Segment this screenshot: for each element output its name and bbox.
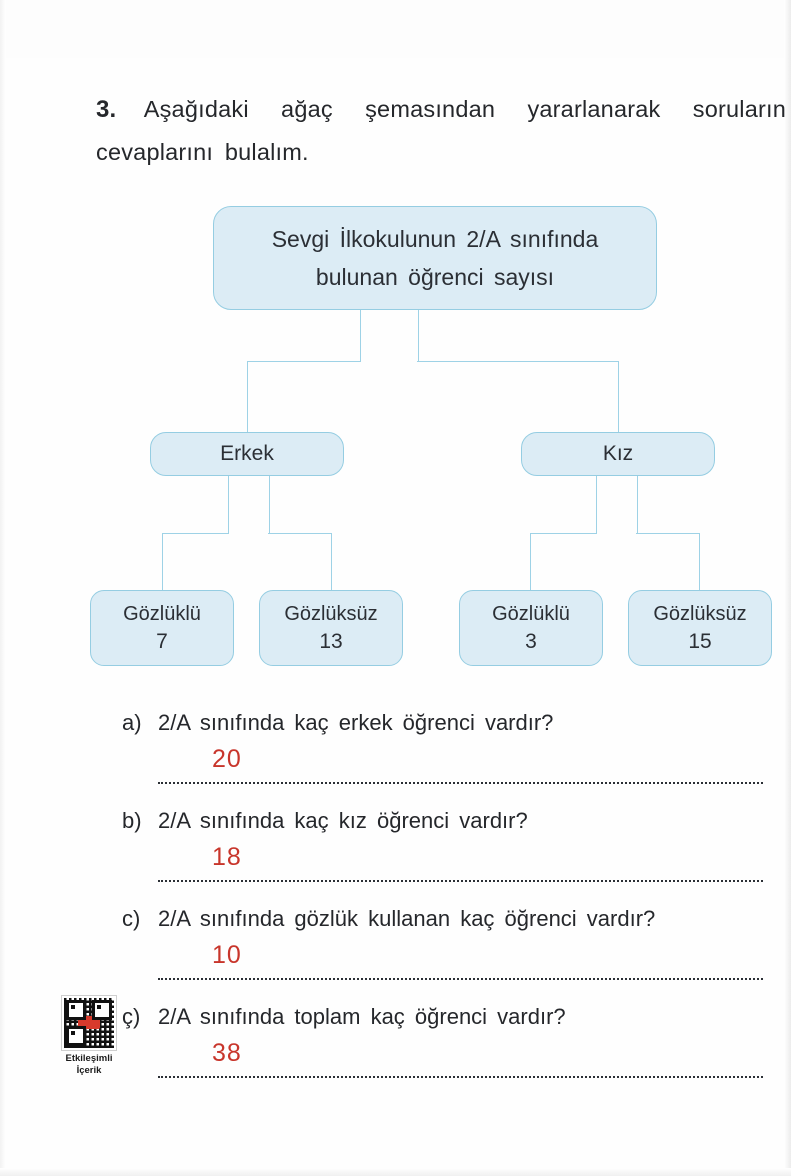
connector-kiz-right-drop xyxy=(637,475,638,534)
connector-leaf3-riser xyxy=(530,533,531,591)
tree-diagram: Sevgi İlkokulunun 2/A sınıfında bulunan … xyxy=(90,206,772,666)
question-text: 2/A sınıfında gözlük kullanan kaç öğrenc… xyxy=(158,906,656,931)
connector-root-left-drop xyxy=(360,308,361,362)
connector-erkek-right-span xyxy=(268,533,332,534)
answer-value[interactable]: 10 xyxy=(212,941,242,969)
tree-leaf-kiz-gozluklu: Gözlüklü 3 xyxy=(459,590,603,666)
question-number: 3. xyxy=(96,96,117,123)
connector-erkek-left-span xyxy=(162,533,229,534)
tree-leaf-value: 13 xyxy=(319,630,343,653)
question-label: c) xyxy=(122,906,141,931)
qr-finder-top-left-icon xyxy=(66,1000,86,1020)
connector-kiz-left-span xyxy=(530,533,597,534)
scan-top-band xyxy=(0,0,791,58)
question-row-a: a) 2/A sınıfında kaç erkek öğrenci vardı… xyxy=(0,700,791,798)
tree-leaf-label: Gözlüksüz xyxy=(284,603,378,625)
tree-node-root-line1: Sevgi İlkokulunun 2/A sınıfında xyxy=(271,226,599,252)
scan-left-edge xyxy=(0,0,6,1176)
tree-leaf-value: 15 xyxy=(688,630,712,653)
tree-leaf-label: Gözlüksüz xyxy=(653,603,747,625)
answer-value[interactable]: 38 xyxy=(212,1039,242,1067)
tree-leaf-label: Gözlüklü xyxy=(123,603,201,625)
scan-right-edge xyxy=(784,0,791,1176)
tree-node-kiz-label: Kız xyxy=(602,442,634,465)
answer-dotted-line[interactable] xyxy=(158,1076,763,1078)
connector-leaf2-riser xyxy=(331,533,332,591)
connector-root-left-span xyxy=(247,361,361,362)
question-text: 2/A sınıfında kaç erkek öğrenci vardır? xyxy=(158,710,554,735)
question-label: b) xyxy=(122,808,142,833)
tree-leaf-erkek-gozluksuz: Gözlüksüz 13 xyxy=(259,590,403,666)
question-row-c: c) 2/A sınıfında gözlük kullanan kaç öğr… xyxy=(0,896,791,994)
question-row-c-cedilla: ç) 2/A sınıfında toplam kaç öğrenci vard… xyxy=(0,994,791,1092)
scan-bottom-edge xyxy=(0,1168,791,1176)
answer-value[interactable]: 18 xyxy=(212,843,242,871)
answer-dotted-line[interactable] xyxy=(158,880,763,882)
connector-erkek-right-drop xyxy=(269,475,270,534)
connector-root-right-span xyxy=(417,361,619,362)
connector-erkek-left-drop xyxy=(228,475,229,534)
tree-node-erkek-label: Erkek xyxy=(220,442,274,465)
connector-leaf1-riser xyxy=(162,533,163,591)
question-heading: 3. Aşağıdaki ağaç şemasından yararlanara… xyxy=(96,88,786,173)
qr-caption-line1: Etkileşimli xyxy=(65,1053,113,1064)
qr-finder-top-right-icon xyxy=(92,1000,112,1020)
tree-leaf-value: 3 xyxy=(525,630,537,653)
tree-leaf-label: Gözlüklü xyxy=(492,603,570,625)
qr-caption-line2: İçerik xyxy=(76,1065,102,1076)
question-row-b: b) 2/A sınıfında kaç kız öğrenci vardır?… xyxy=(0,798,791,896)
connector-kiz-right-span xyxy=(636,533,700,534)
tree-node-kiz: Kız xyxy=(521,432,715,476)
connector-root-right-drop xyxy=(418,308,419,362)
tree-leaf-value: 7 xyxy=(156,630,168,653)
answer-dotted-line[interactable] xyxy=(158,978,763,980)
tree-node-root: Sevgi İlkokulunun 2/A sınıfında bulunan … xyxy=(213,206,657,310)
interactive-content-badge[interactable]: Etkileşimli İçerik xyxy=(57,996,121,1077)
connector-erkek-riser xyxy=(247,361,248,433)
connector-kiz-left-drop xyxy=(596,475,597,534)
question-label: a) xyxy=(122,710,142,735)
qr-code-icon[interactable] xyxy=(62,996,116,1050)
answer-value[interactable]: 20 xyxy=(212,745,242,773)
tree-leaf-erkek-gozluklu: Gözlüklü 7 xyxy=(90,590,234,666)
question-text: 2/A sınıfında kaç kız öğrenci vardır? xyxy=(158,808,528,833)
qr-finder-bottom-left-icon xyxy=(66,1026,86,1046)
question-prompt: Aşağıdaki ağaç şemasından yararlanarak s… xyxy=(96,96,786,165)
connector-kiz-riser xyxy=(618,361,619,433)
connector-leaf4-riser xyxy=(699,533,700,591)
tree-node-erkek: Erkek xyxy=(150,432,344,476)
tree-node-root-line2: bulunan öğrenci sayısı xyxy=(315,264,555,290)
tree-leaf-kiz-gozluksuz: Gözlüksüz 15 xyxy=(628,590,772,666)
question-text: 2/A sınıfında toplam kaç öğrenci vardır? xyxy=(158,1004,566,1029)
qr-caption: Etkileşimli İçerik xyxy=(57,1053,121,1077)
answer-dotted-line[interactable] xyxy=(158,782,763,784)
question-label: ç) xyxy=(122,1004,141,1029)
